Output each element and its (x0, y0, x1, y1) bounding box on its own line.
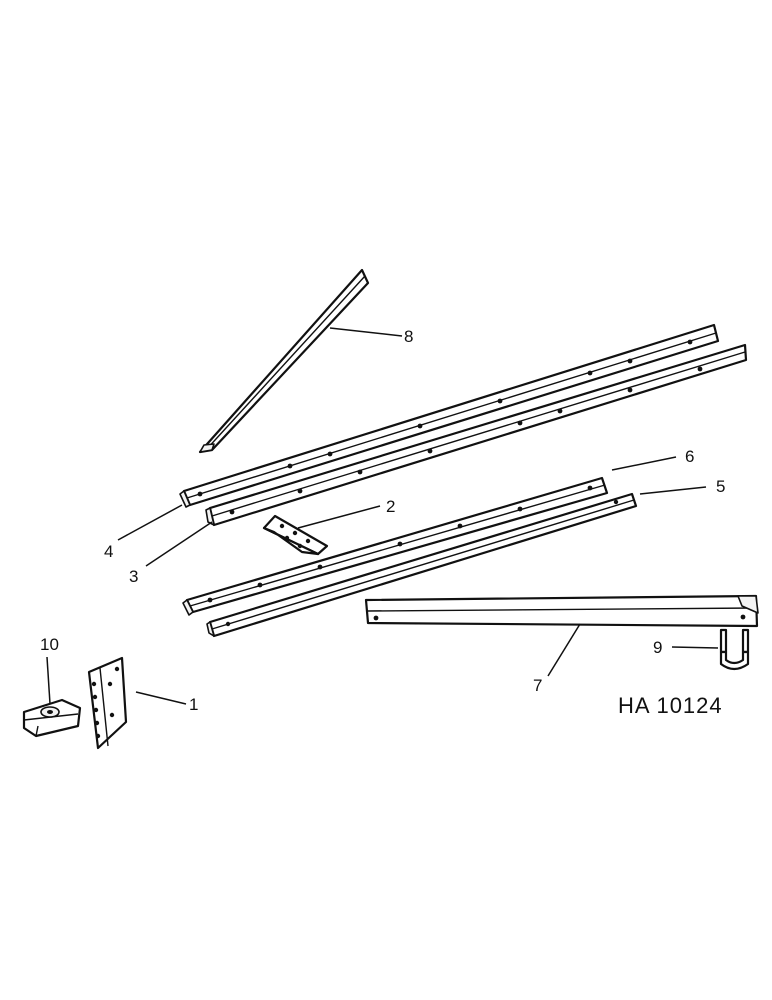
part-9-u-bolt (719, 628, 750, 671)
callout-10: 10 (40, 635, 59, 654)
leader-4 (117, 504, 183, 541)
reference-code: HA 10124 (618, 693, 723, 718)
leader-lines (46, 327, 719, 705)
callout-3: 3 (129, 567, 138, 586)
callout-9: 9 (653, 638, 662, 657)
callout-5: 5 (716, 477, 725, 496)
part-1-bracket (87, 656, 128, 750)
callout-labels: 8 4 3 2 6 5 7 9 1 10 (40, 327, 725, 714)
leader-7 (547, 623, 581, 677)
callout-4: 4 (104, 542, 113, 561)
part-7-channel (364, 594, 759, 628)
part-6-rail (182, 476, 609, 616)
part-10-clamp (22, 698, 82, 738)
leader-5 (639, 486, 707, 495)
leader-6 (611, 456, 677, 471)
callout-2: 2 (386, 497, 395, 516)
part-4-rail (179, 323, 720, 508)
callout-1: 1 (189, 695, 198, 714)
part-5-rail (206, 492, 638, 638)
callout-6: 6 (685, 447, 694, 466)
leader-9 (671, 646, 719, 649)
part-8-brace (198, 268, 370, 454)
leader-1 (135, 691, 187, 705)
leader-8 (329, 327, 403, 337)
leader-2 (297, 505, 381, 529)
part-3-rail (205, 343, 748, 527)
callout-8: 8 (404, 327, 413, 346)
part-2-gusset (262, 514, 329, 556)
leader-3 (145, 521, 213, 567)
callout-7: 7 (533, 676, 542, 695)
leader-10 (46, 656, 51, 705)
